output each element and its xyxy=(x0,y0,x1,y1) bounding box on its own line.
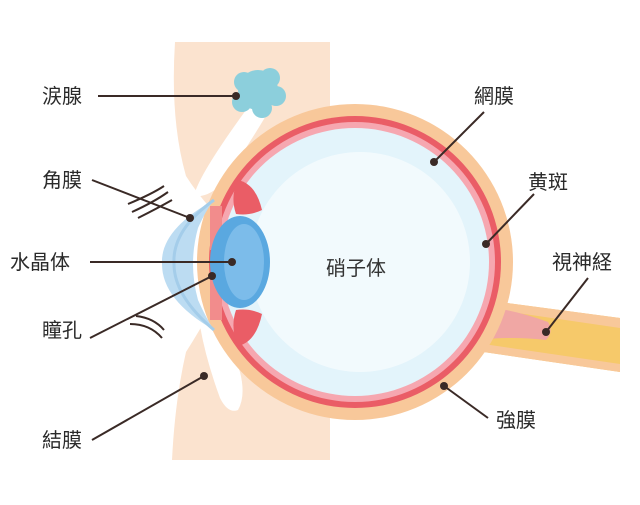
leader-macula xyxy=(485,193,535,245)
cornea-shape xyxy=(161,200,214,330)
leader-retina xyxy=(433,111,485,163)
label-vitreous-body: 硝子体 xyxy=(326,256,386,280)
lower-eyelashes xyxy=(129,315,165,339)
label-crystalline-lens: 水晶体 xyxy=(10,250,70,274)
label-macula: 黄斑 xyxy=(528,170,568,194)
leader-pupil xyxy=(89,275,213,339)
leader-optic-nerve xyxy=(545,277,589,333)
leader-dots xyxy=(186,92,550,390)
label-cornea: 角膜 xyxy=(42,168,82,192)
lower-eyelid-fold xyxy=(200,308,243,411)
leader-conjunctiva xyxy=(91,375,205,441)
upper-eyelid-fold xyxy=(194,106,268,197)
upper-eyelashes xyxy=(127,185,173,219)
leader-lines xyxy=(89,95,589,441)
ciliary-upper xyxy=(233,180,262,215)
label-conjunctiva: 結膜 xyxy=(42,428,82,452)
label-lacrimal-gland: 涙腺 xyxy=(42,84,82,108)
label-retina: 網膜 xyxy=(474,84,514,108)
leader-sclera xyxy=(443,385,489,419)
label-optic-nerve: 視神経 xyxy=(552,250,612,274)
leader-cornea xyxy=(91,179,191,219)
label-pupil: 瞳孔 xyxy=(42,318,82,342)
label-sclera: 強膜 xyxy=(496,408,536,432)
ciliary-lower xyxy=(233,309,262,346)
